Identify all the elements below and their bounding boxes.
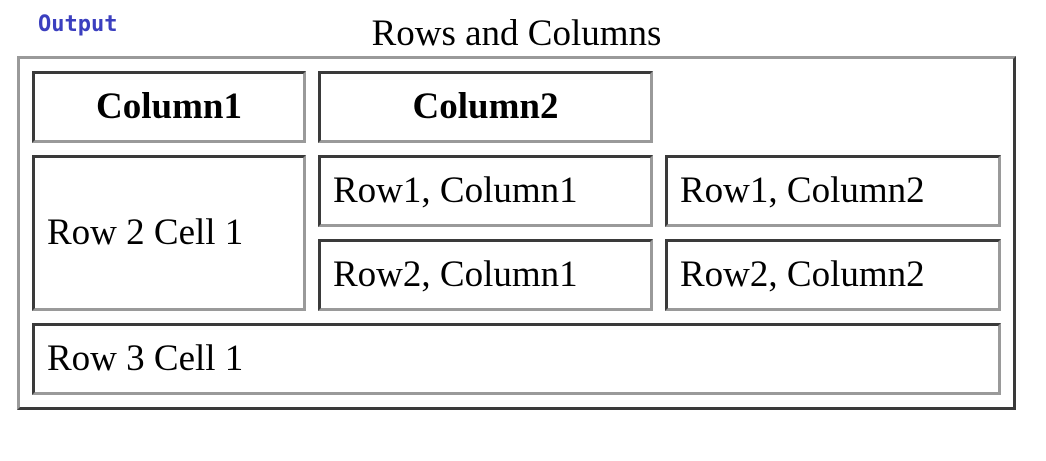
cell-row2-column2: Row2, Column2 — [665, 239, 1001, 311]
header-row: Column1 Column2 — [32, 71, 1001, 143]
header-column2: Column2 — [318, 71, 653, 143]
cell-row1-column1: Row1, Column1 — [318, 155, 653, 227]
table-row: Row2, Column1 Row2, Column2 — [32, 239, 1001, 311]
table-caption: Rows and Columns — [371, 13, 662, 54]
table-container: Rows and Columns Column1 Column2 Row 2 C… — [17, 14, 1016, 410]
cell-row3-cell1: Row 3 Cell 1 — [32, 323, 1001, 395]
table-row: Row 2 Cell 1 Row1, Column1 Row1, Column2 — [32, 155, 1001, 311]
cell-row2-column1: Row2, Column1 — [318, 239, 653, 311]
rows-columns-table: Rows and Columns Column1 Column2 Row 2 C… — [17, 14, 1016, 410]
table-row: Row 3 Cell 1 — [32, 323, 1001, 395]
cell-row2-cell1: Row 2 Cell 1 — [32, 155, 306, 311]
cell-row1-column2: Row1, Column2 — [665, 155, 1001, 227]
header-column1: Column1 — [32, 71, 306, 143]
